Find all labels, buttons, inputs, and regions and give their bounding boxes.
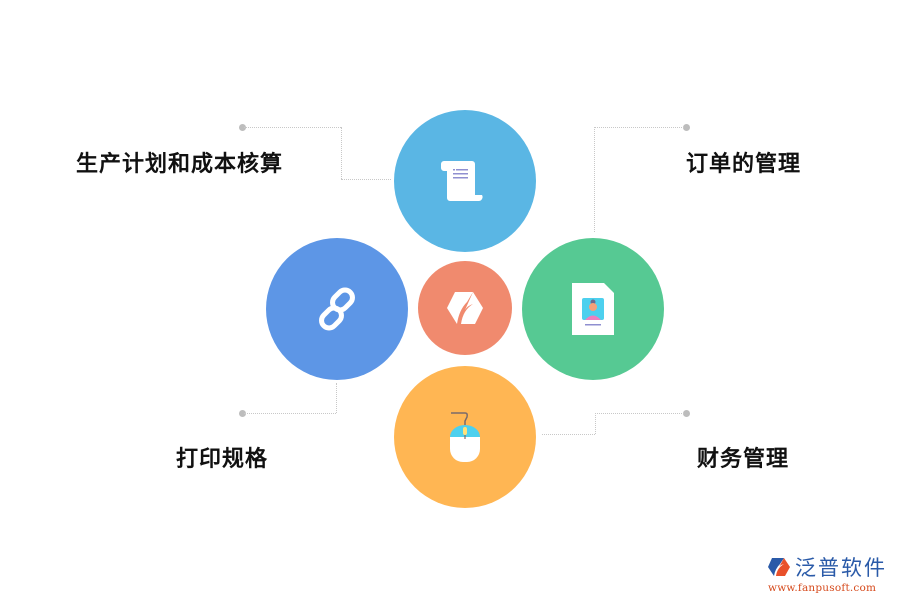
watermark-logo: 泛普软件 www.fanpusoft.com: [768, 552, 896, 594]
scroll-document-icon: [440, 157, 490, 205]
connector-line: [244, 127, 341, 128]
connector-line: [594, 127, 684, 128]
node-circle-top: [394, 110, 536, 252]
connector-line: [595, 413, 596, 434]
connector-dot-left: [239, 410, 246, 417]
chain-link-icon: [312, 284, 362, 334]
brand-hexagon-icon: [445, 288, 485, 328]
connector-line: [341, 127, 342, 179]
connector-line: [336, 383, 337, 413]
computer-mouse-icon: [445, 409, 485, 465]
node-label-bottom: 财务管理: [697, 447, 790, 472]
node-label-right: 订单的管理: [686, 152, 802, 177]
node-circle-bottom: [394, 366, 536, 508]
profile-document-icon: [570, 281, 616, 337]
connector-dot-top: [239, 124, 246, 131]
node-circle-left: [266, 238, 408, 380]
connector-dot-right: [683, 124, 690, 131]
connector-line: [341, 179, 391, 180]
connector-line: [595, 413, 684, 414]
node-label-left: 打印规格: [176, 447, 269, 472]
watermark-name: 泛普软件: [795, 556, 887, 580]
node-label-top: 生产计划和成本核算: [76, 152, 284, 177]
node-circle-right: [522, 238, 664, 380]
connector-line: [594, 127, 595, 232]
center-circle: [418, 261, 512, 355]
connector-line: [244, 413, 336, 414]
connector-dot-bottom: [683, 410, 690, 417]
fanpu-logo-icon: [768, 556, 792, 578]
connector-line: [542, 434, 595, 435]
watermark-url: www.fanpusoft.com: [768, 582, 877, 594]
